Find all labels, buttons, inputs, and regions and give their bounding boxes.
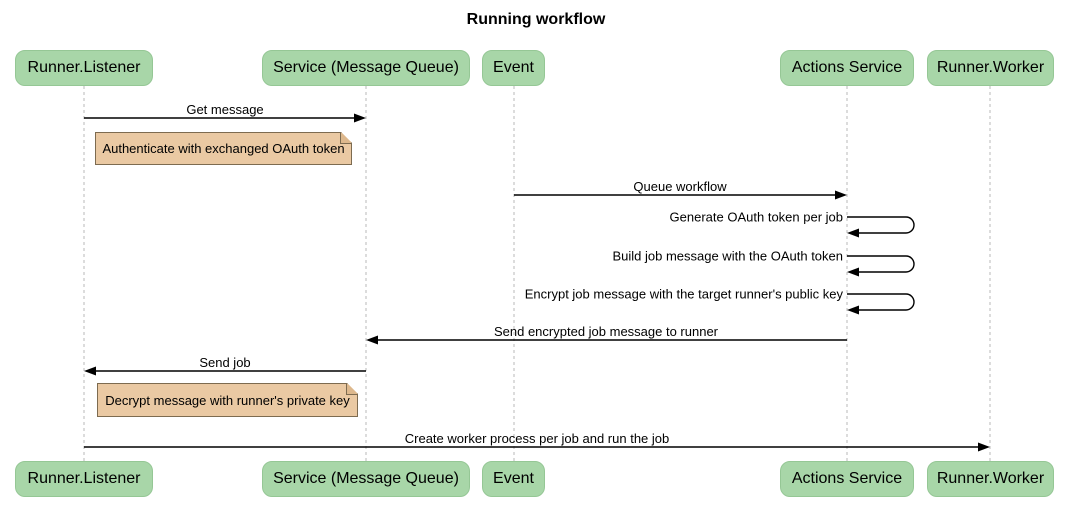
arrowhead [847,305,859,315]
actor-label: Service (Message Queue) [273,470,459,487]
arrowhead [847,267,859,277]
actor-runner-worker-top: Runner.Worker [927,50,1054,86]
actor-service-message-queue-bottom: Service (Message Queue) [262,461,470,497]
actor-label: Runner.Listener [27,470,141,487]
note-authenticate-oauth: Authenticate with exchanged OAuth token [95,132,352,165]
arrowhead [847,228,859,238]
actor-runner-listener-top: Runner.Listener [15,50,153,86]
note-decrypt-message: Decrypt message with runner's private ke… [97,383,358,417]
actor-label: Runner.Worker [936,59,1045,76]
arrowhead [835,190,847,200]
actor-label: Runner.Listener [27,59,141,76]
actor-label: Event [493,59,534,76]
note-text: Authenticate with exchanged OAuth token [102,141,345,156]
message-label-send-encrypted-job-message: Send encrypted job message to runner [493,324,719,339]
actor-label: Actions Service [791,470,903,487]
actor-label: Event [493,470,534,487]
message-label-send-job: Send job [199,355,251,370]
actor-runner-listener-bottom: Runner.Listener [15,461,153,497]
actor-actions-service-top: Actions Service [780,50,914,86]
message-arrows [84,113,990,452]
actor-event-bottom: Event [482,461,545,497]
actor-label: Service (Message Queue) [273,59,459,76]
actor-service-message-queue-top: Service (Message Queue) [262,50,470,86]
actor-label: Actions Service [791,59,903,76]
note-text: Decrypt message with runner's private ke… [105,392,350,408]
message-label-build-job-message: Build job message with the OAuth token [612,248,843,264]
self-loop-generate-oauth [847,216,915,234]
arrowhead [84,366,96,376]
message-label-encrypt-job-message: Encrypt job message with the target runn… [524,286,843,302]
actor-event-top: Event [482,50,545,86]
self-loop-encrypt-job-message [847,293,915,311]
self-loop-build-job-message [847,255,915,273]
actor-runner-worker-bottom: Runner.Worker [927,461,1054,497]
actor-label: Runner.Worker [936,470,1045,487]
lifelines [83,86,991,462]
actor-actions-service-bottom: Actions Service [780,461,914,497]
message-label-queue-workflow: Queue workflow [633,179,727,194]
diagram-title: Running workflow [466,11,606,28]
arrowhead [354,113,366,123]
message-label-create-worker-process: Create worker process per job and run th… [404,431,670,446]
arrowhead [978,442,990,452]
arrowhead [366,335,378,345]
message-label-generate-oauth: Generate OAuth token per job [669,209,843,225]
message-label-get-message: Get message [186,102,264,117]
